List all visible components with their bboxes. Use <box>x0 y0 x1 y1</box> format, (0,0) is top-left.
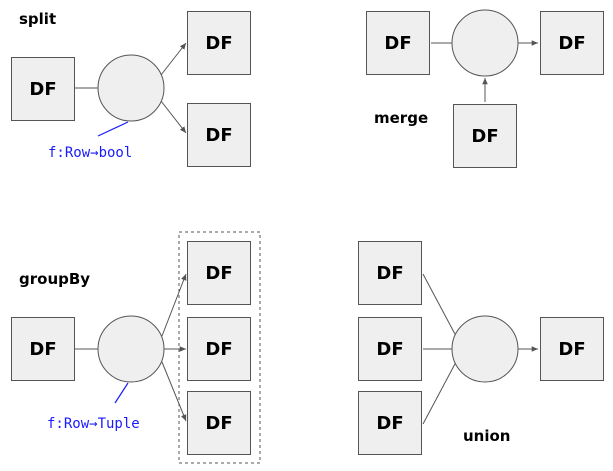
union-label: union <box>463 427 511 445</box>
union-input-df-bottom: DF <box>358 391 422 455</box>
split-input-df: DF <box>11 57 75 121</box>
split-fn-pointer <box>97 121 129 137</box>
merge-output-df: DF <box>540 11 604 75</box>
union-input-edge-top <box>422 273 457 337</box>
split-output-edge-bottom <box>160 100 187 134</box>
groupby-output-edge-top <box>161 273 187 337</box>
split-output-edge-top <box>160 42 187 76</box>
groupby-output-df-bottom: DF <box>187 391 251 455</box>
union-input-df-middle: DF <box>358 317 422 381</box>
merge-input-df-bottom: DF <box>453 104 517 168</box>
union-operator-circle <box>451 315 519 383</box>
groupby-output-df-middle: DF <box>187 317 251 381</box>
groupby-operator-circle <box>97 315 165 383</box>
groupby-input-df: DF <box>11 317 75 381</box>
groupby-function-annotation: f:Row→Tuple <box>47 416 140 432</box>
union-output-df: DF <box>540 317 604 381</box>
groupby-fn-pointer <box>114 382 129 404</box>
groupby-output-edge-bottom <box>161 361 187 422</box>
merge-label: merge <box>374 109 429 127</box>
groupby-label: groupBy <box>19 270 91 288</box>
split-operator-circle <box>97 54 165 122</box>
merge-input-df-left: DF <box>366 11 430 75</box>
merge-operator-circle <box>451 9 519 77</box>
union-input-edge-bottom <box>422 361 457 425</box>
groupby-output-df-top: DF <box>187 241 251 305</box>
split-output-df-bottom: DF <box>187 103 251 167</box>
split-label: split <box>19 10 57 28</box>
union-input-df-top: DF <box>358 241 422 305</box>
split-function-annotation: f:Row→bool <box>48 145 133 161</box>
split-output-df-top: DF <box>187 11 251 75</box>
